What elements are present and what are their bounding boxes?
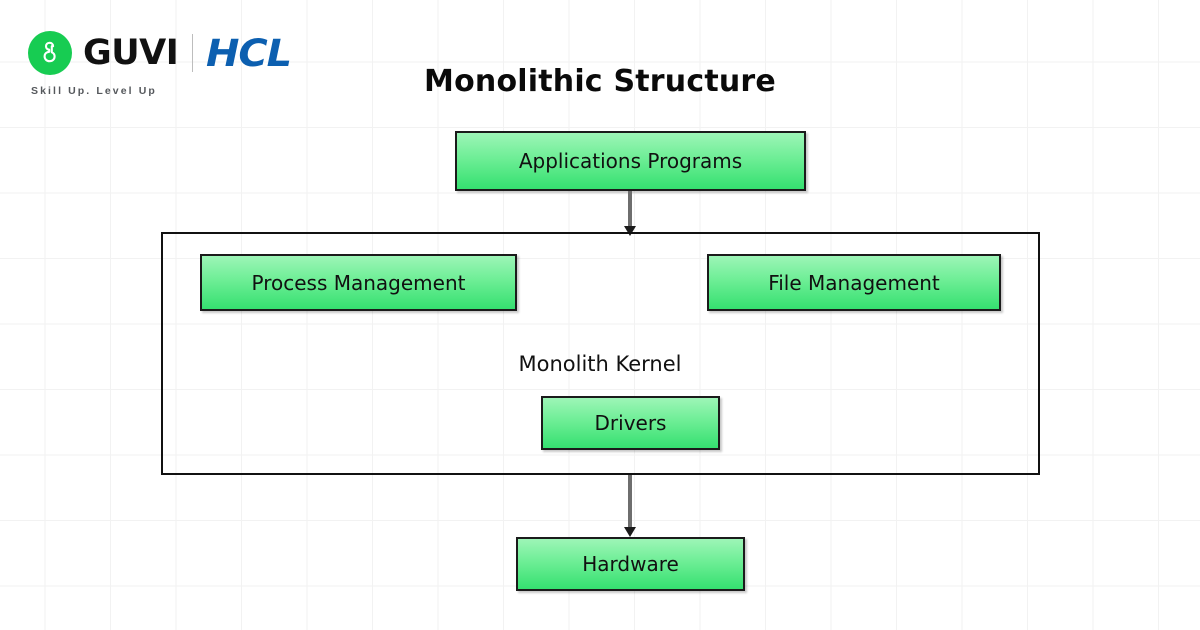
monolith-kernel-container xyxy=(161,232,1040,475)
brand-row: GUVI HCL xyxy=(28,30,328,76)
brand-divider xyxy=(192,34,194,72)
guvi-wordmark: GUVI xyxy=(83,32,179,73)
node-file-management: File Management xyxy=(707,254,1001,311)
node-drivers: Drivers xyxy=(541,396,720,450)
hcl-wordmark: HCL xyxy=(206,31,292,75)
brand-tagline: Skill Up. Level Up xyxy=(31,85,157,97)
node-hardware: Hardware xyxy=(516,537,745,591)
node-applications-programs: Applications Programs xyxy=(455,131,806,191)
guvi-g-mark-icon xyxy=(28,31,72,75)
arrow-applications-to-kernel xyxy=(628,191,632,227)
node-process-management: Process Management xyxy=(200,254,517,311)
arrow-kernel-to-hardware xyxy=(628,475,632,528)
monolith-kernel-label: Monolith Kernel xyxy=(518,352,682,376)
brand-lockup: GUVI HCL Skill Up. Level Up xyxy=(28,30,328,100)
page-title: Monolithic Structure xyxy=(424,64,776,99)
